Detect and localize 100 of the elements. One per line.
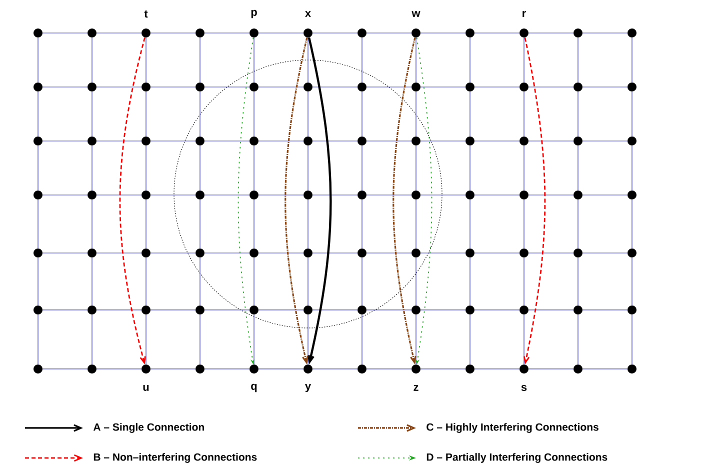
grid-line — [96, 32, 142, 34]
grid-node — [88, 28, 96, 38]
grid-node — [628, 364, 636, 374]
node-letter: p — [251, 10, 257, 18]
grid-line — [204, 140, 250, 142]
grid-node — [412, 136, 420, 146]
grid-node — [412, 306, 420, 314]
grid-node — [142, 248, 150, 258]
grid-node — [358, 248, 366, 258]
grid-line — [42, 32, 88, 34]
grid-node — [466, 136, 474, 146]
grid-node — [250, 82, 258, 92]
legend-label: C – Highly Interfering Connections — [426, 423, 598, 433]
grid-node — [358, 306, 366, 314]
grid-line — [312, 140, 358, 142]
grid-node — [412, 248, 420, 258]
grid-node — [358, 82, 366, 92]
grid-line — [204, 194, 250, 196]
grid-node — [196, 364, 204, 374]
grid-line — [420, 252, 466, 254]
grid-node — [34, 248, 42, 258]
grid-line — [96, 252, 142, 254]
node-letter: s — [521, 384, 527, 391]
grid-line — [582, 252, 628, 254]
grid-line — [312, 32, 358, 34]
grid-node — [250, 136, 258, 146]
grid-line — [312, 86, 358, 88]
grid-line — [366, 252, 412, 254]
grid-line — [582, 86, 628, 88]
grid-node — [520, 306, 528, 314]
grid-line — [204, 368, 250, 370]
grid-line — [258, 252, 304, 254]
grid-node — [412, 190, 420, 200]
grid-line — [96, 194, 142, 196]
grid-node — [628, 248, 636, 258]
grid-node — [304, 248, 312, 258]
grid-line — [312, 252, 358, 254]
grid-node — [34, 136, 42, 146]
connection-arrow — [284, 37, 308, 364]
grid-node — [88, 190, 96, 200]
grid-node — [466, 306, 474, 314]
grid-node — [34, 82, 42, 92]
grid-node — [142, 136, 150, 146]
grid-line — [42, 140, 88, 142]
grid-node — [520, 82, 528, 92]
grid-line — [366, 32, 412, 34]
grid-line — [42, 194, 88, 196]
grid-line — [258, 194, 304, 196]
grid-line — [42, 86, 88, 88]
grid-line — [96, 368, 142, 370]
grid-line — [582, 368, 628, 370]
connection-arrow — [119, 37, 146, 364]
grid-node — [574, 28, 582, 38]
grid-line — [420, 194, 466, 196]
grid-node — [574, 136, 582, 146]
grid-line — [366, 368, 412, 370]
grid-node — [88, 136, 96, 146]
legend-label: A – Single Connection — [93, 423, 204, 433]
grid-node — [304, 190, 312, 200]
grid-node — [304, 306, 312, 314]
grid-node — [142, 306, 150, 314]
connection-arrow — [523, 37, 546, 364]
grid-node — [574, 306, 582, 314]
grid-node — [466, 364, 474, 374]
grid-line — [150, 252, 196, 254]
grid-line — [474, 252, 520, 254]
grid-node — [628, 28, 636, 38]
grid-line — [420, 86, 466, 88]
grid-node — [466, 248, 474, 258]
grid-node — [466, 82, 474, 92]
grid-node — [142, 190, 150, 200]
grid-line — [150, 32, 196, 34]
legend-label: B – Non–interfering Connections — [94, 453, 257, 463]
grid-line — [96, 86, 142, 88]
grid-node — [34, 306, 42, 314]
grid-node — [196, 136, 204, 146]
grid-line — [528, 32, 574, 34]
grid-node — [358, 28, 366, 38]
node-letter: u — [143, 385, 149, 391]
grid-line — [528, 194, 574, 196]
grid-line — [42, 252, 88, 254]
grid-node — [628, 306, 636, 314]
grid-line — [96, 140, 142, 142]
grid-node — [574, 82, 582, 92]
grid-line — [312, 368, 358, 370]
grid-line — [582, 140, 628, 142]
grid-node — [412, 82, 420, 92]
grid-node — [628, 82, 636, 92]
node-letter: r — [522, 11, 526, 17]
grid-line — [204, 32, 250, 34]
grid-node — [304, 82, 312, 92]
grid-node — [466, 28, 474, 38]
grid-node — [196, 190, 204, 200]
grid-node — [574, 248, 582, 258]
node-letter: q — [251, 384, 257, 392]
grid-node — [250, 248, 258, 258]
grid-node — [520, 136, 528, 146]
grid-line — [150, 86, 196, 88]
grid-line — [420, 32, 466, 34]
grid-node — [520, 248, 528, 258]
